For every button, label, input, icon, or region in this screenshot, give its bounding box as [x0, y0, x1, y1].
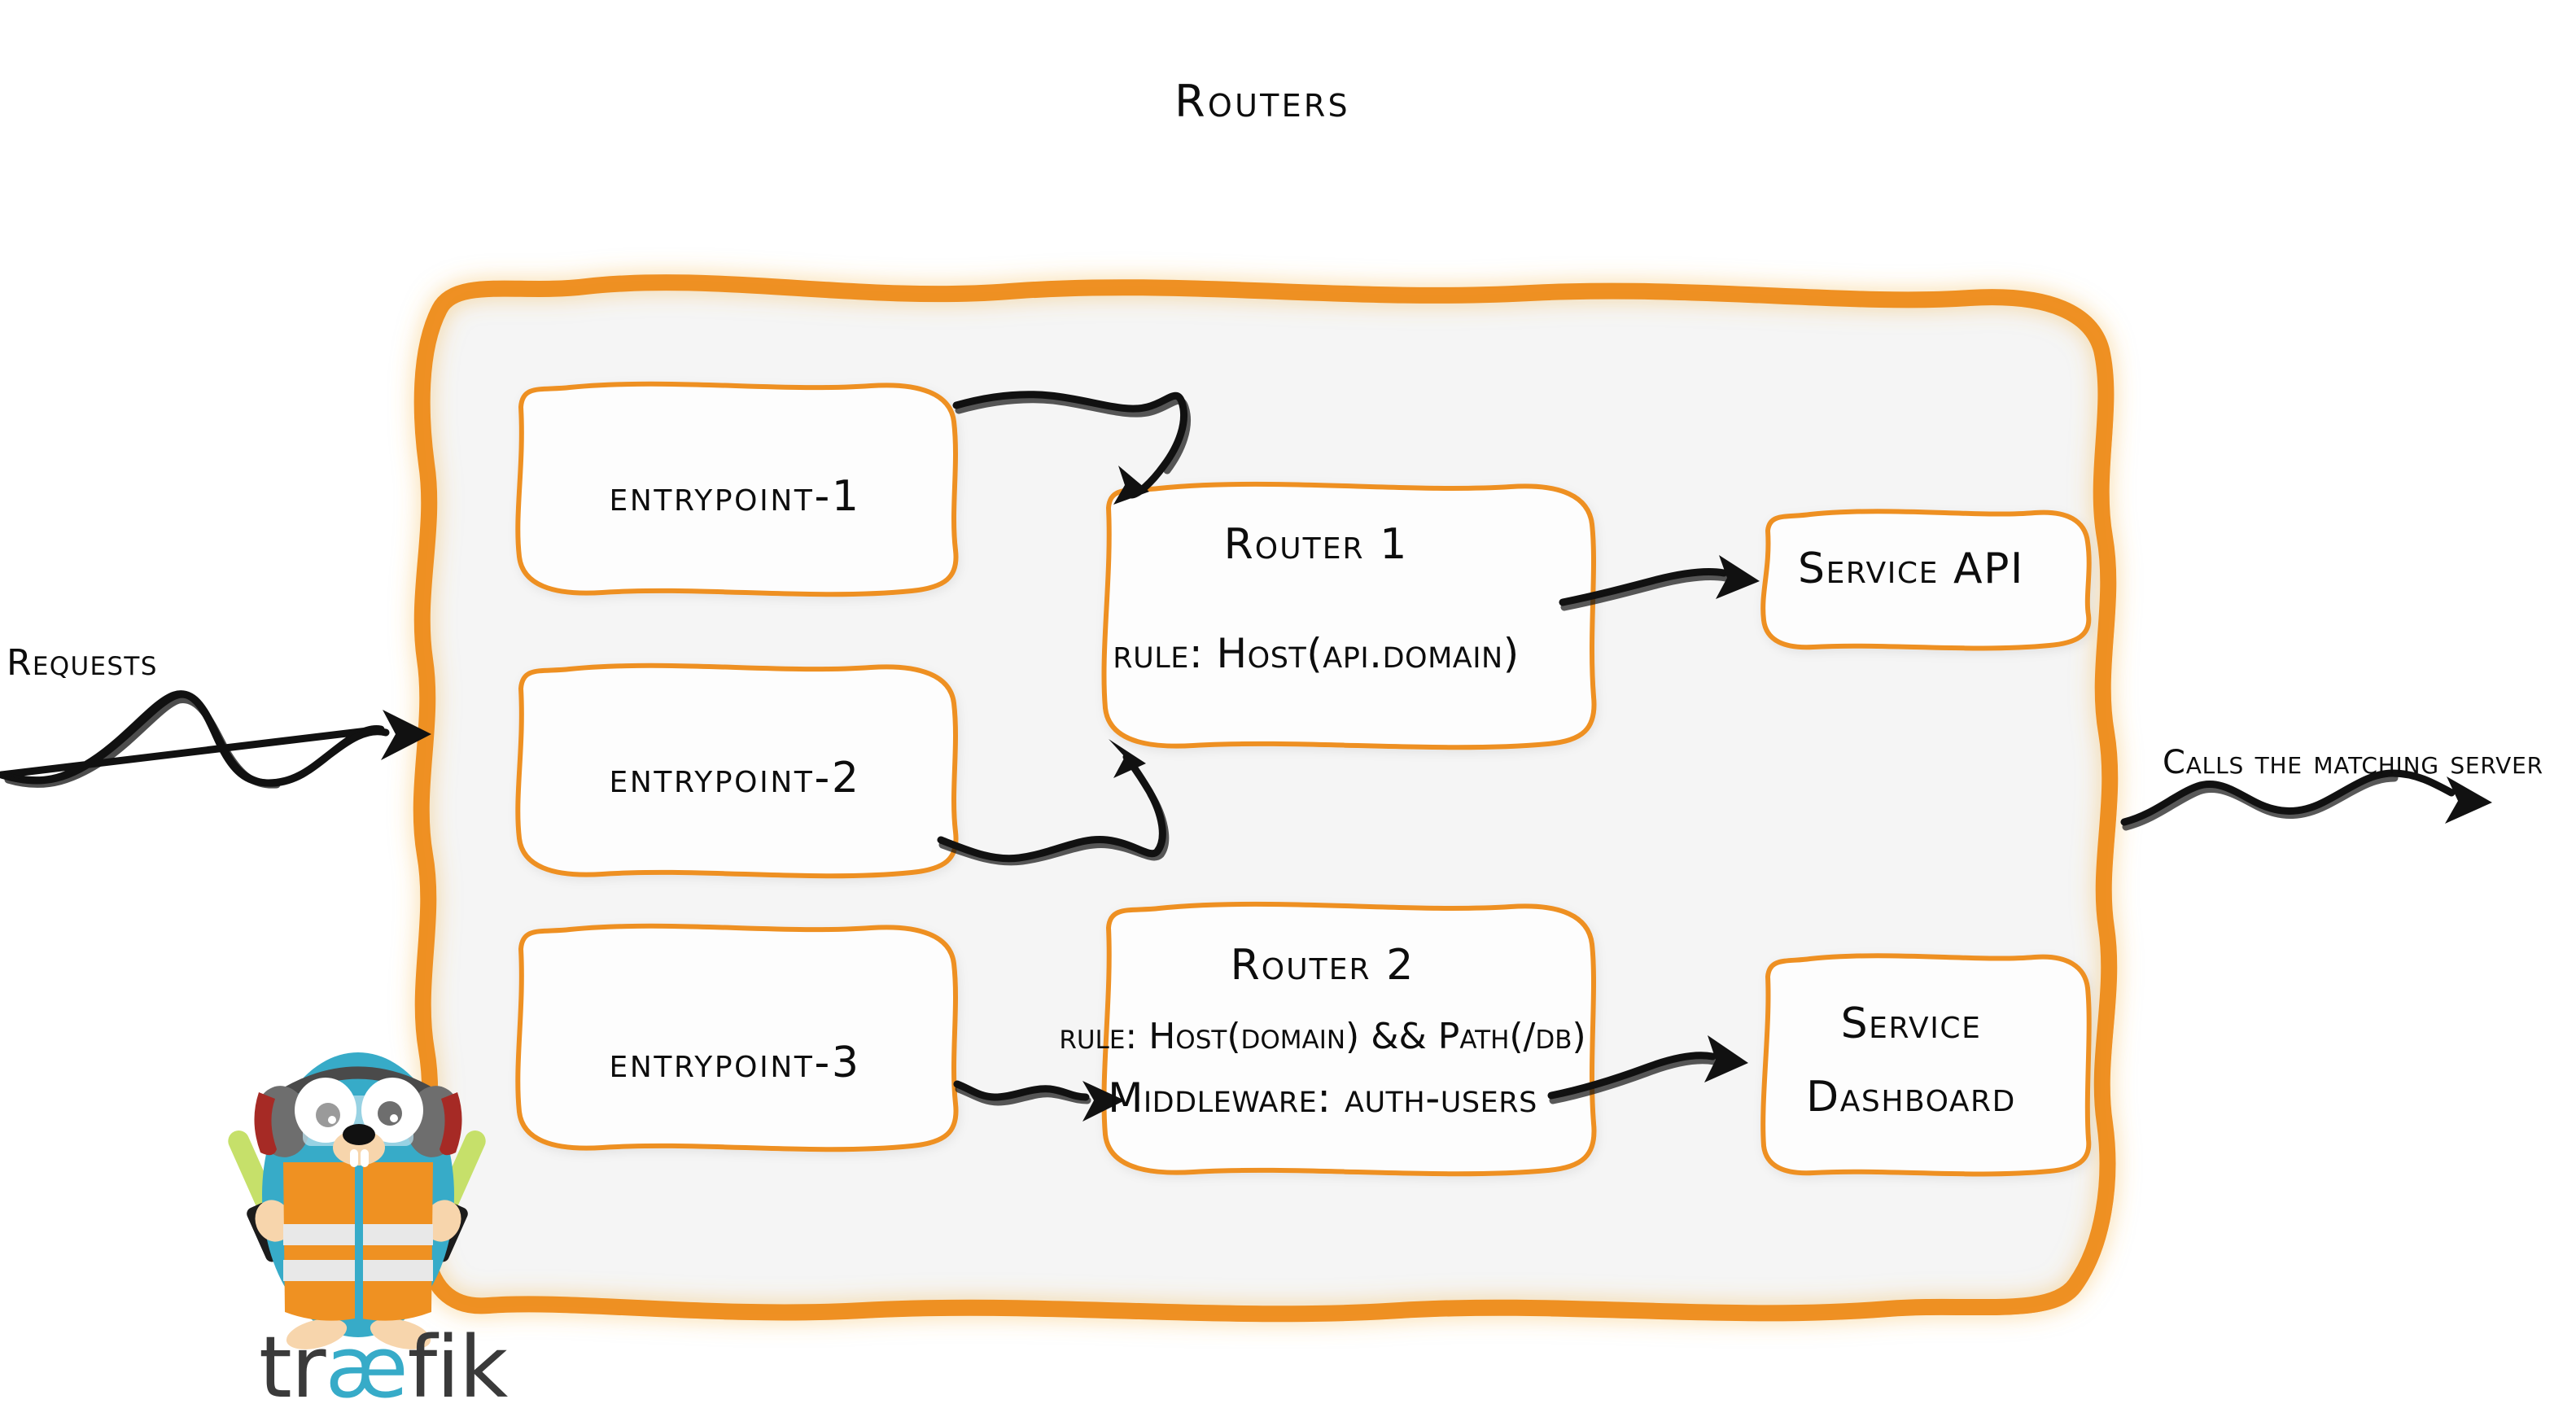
- router-2-box[interactable]: [1101, 901, 1597, 1177]
- service-api-box[interactable]: [1760, 509, 2092, 651]
- gopher-hand-left: [255, 1200, 292, 1242]
- arrow-head-icon: [2445, 776, 2492, 824]
- gopher-eyes: [295, 1078, 423, 1143]
- arrow-router1-to-serviceapi: [1559, 555, 1760, 611]
- gopher-muzzle: [333, 1124, 385, 1167]
- arrow-head-icon: [1716, 555, 1760, 599]
- arrow-requests-to-panel: [0, 690, 431, 789]
- arrow-router2-to-servicedashboard: [1547, 1035, 1748, 1104]
- arrow-head-icon: [1109, 739, 1146, 778]
- entrypoint-2-box[interactable]: [515, 663, 959, 879]
- arrow-entrypoint3-to-router2: [953, 1080, 1125, 1122]
- arrow-entrypoint1-to-router1: [952, 391, 1192, 505]
- entrypoint-1-box[interactable]: [515, 381, 959, 597]
- entrypoint-3-box[interactable]: [515, 923, 959, 1152]
- arrow-head-icon: [1704, 1035, 1748, 1082]
- service-dashboard-box[interactable]: [1760, 953, 2092, 1177]
- arrow-entrypoint2-to-router1: [937, 739, 1170, 866]
- routers-panel-border: [413, 274, 2119, 1323]
- arrow-head-icon: [1113, 466, 1149, 505]
- router-1-box[interactable]: [1101, 481, 1597, 750]
- routers-panel-border-sketch: [422, 274, 2118, 1322]
- arrow-head-icon: [381, 710, 431, 760]
- gopher-vest: [283, 1162, 433, 1325]
- arrow-panel-to-outbound: [2120, 769, 2492, 831]
- gopher-foot-right: [370, 1319, 431, 1349]
- traefik-gopher-icon: [228, 1052, 486, 1349]
- gopher-hand-right: [424, 1200, 461, 1242]
- arrow-head-icon: [1082, 1081, 1125, 1122]
- gopher-foot-left: [286, 1319, 348, 1349]
